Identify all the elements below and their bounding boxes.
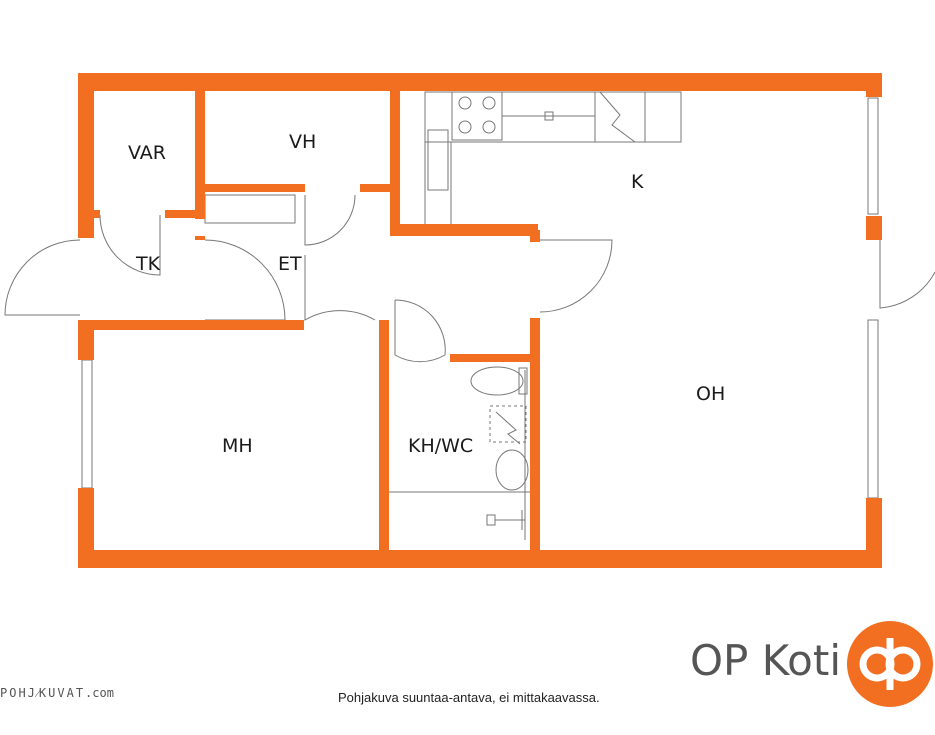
source-left: POHJ [0,686,37,700]
source-divider-icon: ⁄ [36,686,39,700]
room-label-mh: MH [222,435,253,457]
fixtures [4,91,935,540]
room-label-k: K [631,171,644,193]
room-label-khwc: KH/WC [408,435,473,457]
room-label-et: ET [278,253,302,275]
room-label-oh: OH [696,383,725,405]
op-logo-icon [847,621,933,707]
brand-name: OP Koti [690,636,842,685]
room-label-var: VAR [128,142,166,164]
source-right: KUVAT [38,686,86,700]
disclaimer-note: Pohjakuva suuntaa-antava, ei mittakaavas… [338,690,600,705]
room-label-tk: TK [135,253,161,275]
room-label-vh: VH [289,131,316,153]
source-suffix: .com [85,686,114,700]
source-credit: POHJ⁄KUVAT.com [0,686,114,701]
walls [78,73,882,568]
